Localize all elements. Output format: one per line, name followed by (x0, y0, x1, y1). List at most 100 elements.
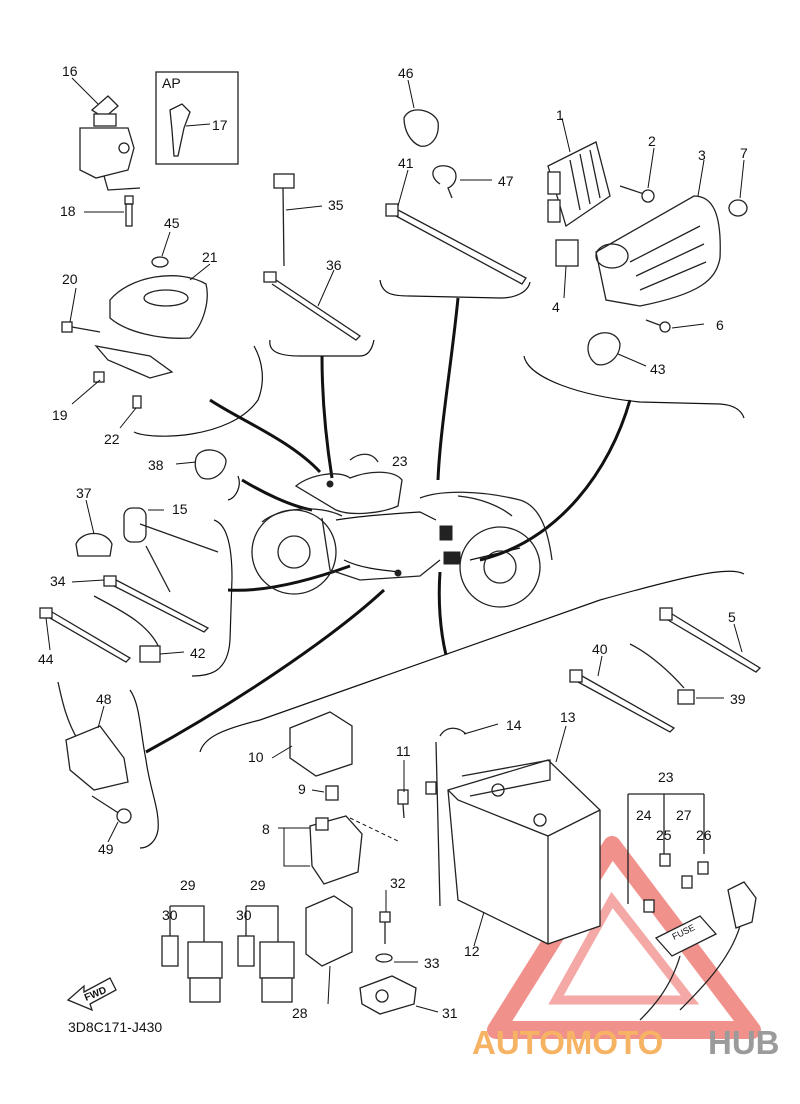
fuse-box-23-part (627, 793, 757, 1021)
callout-28: 28 (292, 1005, 308, 1021)
callout-30a: 30 (162, 907, 178, 923)
sensor-15-part (123, 507, 219, 593)
callout-29b: 29 (250, 877, 266, 893)
callout-40: 40 (592, 641, 608, 657)
callout-38: 38 (148, 457, 164, 473)
band-34-part (103, 575, 210, 633)
callout-45: 45 (164, 215, 180, 231)
callout-9: 9 (298, 781, 306, 797)
bracket-31-32-33-part (359, 911, 417, 1015)
callout-30b: 30 (236, 907, 252, 923)
callout-12: 12 (464, 943, 480, 959)
bolt-20-part (61, 321, 101, 333)
motorcycle-outline (251, 453, 553, 608)
callout-33: 33 (424, 955, 440, 971)
rectifier-1-part (547, 141, 611, 228)
callout-8: 8 (262, 821, 270, 837)
callout-6: 6 (716, 317, 724, 333)
sensor-48-part (57, 681, 129, 791)
relay-29-30-right-part (237, 905, 295, 1003)
callout-35: 35 (328, 197, 344, 213)
bolt-49-part (91, 795, 132, 824)
cover-10-part (289, 711, 353, 777)
group-brackets (129, 279, 745, 849)
callout-41: 41 (398, 155, 414, 171)
fwd-arrow: FWD (66, 977, 117, 1012)
ap-key-box (155, 71, 239, 165)
cover-3-part (595, 195, 721, 307)
screw-18-part (124, 195, 134, 227)
lead-39-part (629, 643, 695, 705)
callout-24: 24 (636, 807, 652, 823)
callout-39: 39 (730, 691, 746, 707)
callout-15: 15 (172, 501, 188, 517)
bolt-6-part (645, 319, 671, 333)
bolt-22-part (132, 395, 142, 409)
callout-7: 7 (740, 145, 748, 161)
connector-42-part (93, 595, 161, 663)
clamp-38-part (194, 449, 227, 480)
clamp-43-part (587, 332, 621, 366)
callout-47: 47 (498, 173, 514, 189)
band-35-part (273, 173, 295, 267)
callout-18: 18 (60, 203, 76, 219)
callout-14: 14 (506, 717, 522, 733)
callout-37: 37 (76, 485, 92, 501)
callout-13: 13 (560, 709, 576, 725)
callout-46: 46 (398, 65, 414, 81)
fuse-9-part (325, 785, 339, 801)
callout-10: 10 (248, 749, 264, 765)
watermark-text-part1: AUTOMOTO (472, 1024, 663, 1061)
callout-27: 27 (676, 807, 692, 823)
starter-relay-8-part (309, 815, 363, 885)
ap-label: AP (162, 75, 181, 91)
cap-45-part (151, 256, 169, 268)
callout-26: 26 (696, 827, 712, 843)
callout-5: 5 (728, 609, 736, 625)
main-switch-part (79, 95, 141, 191)
band-5-part (659, 607, 762, 673)
band-41-part (385, 203, 527, 285)
clamp-37-part (75, 532, 113, 557)
callout-2: 2 (648, 133, 656, 149)
callout-11: 11 (396, 743, 411, 759)
diagram-code: 3D8C171-J430 (68, 1019, 162, 1035)
callout-22: 22 (104, 431, 120, 447)
bolt-2-part (619, 185, 655, 203)
callout-labels: 1 2 3 4 5 6 7 8 9 10 11 12 13 14 15 16 1… (38, 63, 748, 1021)
switch-cover-part (109, 275, 208, 339)
relay-28-part (305, 895, 353, 967)
callout-25: 25 (656, 827, 672, 843)
callout-48: 48 (96, 691, 112, 707)
callout-1: 1 (556, 107, 564, 123)
callout-4: 4 (552, 299, 560, 315)
bracket-19-part (93, 345, 174, 383)
clamp-46-part (403, 109, 439, 147)
battery-12-part (447, 759, 601, 945)
relay-29-30-left-part (161, 905, 223, 1003)
lead-14-part (425, 727, 467, 907)
callout-19: 19 (52, 407, 68, 423)
callout-32: 32 (390, 875, 406, 891)
callout-20: 20 (62, 271, 78, 287)
callout-43: 43 (650, 361, 666, 377)
tape-4-part (555, 239, 579, 267)
callout-49: 49 (98, 841, 114, 857)
bolt-11-part (397, 789, 409, 819)
callout-42: 42 (190, 645, 206, 661)
callout-36: 36 (326, 257, 342, 273)
callout-21: 21 (202, 249, 218, 265)
callout-44: 44 (38, 651, 54, 667)
band-36-part (263, 271, 362, 341)
callout-23b: 23 (658, 769, 674, 785)
callout-29a: 29 (180, 877, 196, 893)
grommet-7-part (728, 199, 748, 217)
callout-34: 34 (50, 573, 66, 589)
band-40-part (569, 669, 676, 733)
callout-16: 16 (62, 63, 78, 79)
leader-lines (45, 77, 745, 1013)
callout-17: 17 (212, 117, 228, 133)
watermark-text-part2: HUB (708, 1024, 780, 1061)
callout-31: 31 (442, 1005, 458, 1021)
